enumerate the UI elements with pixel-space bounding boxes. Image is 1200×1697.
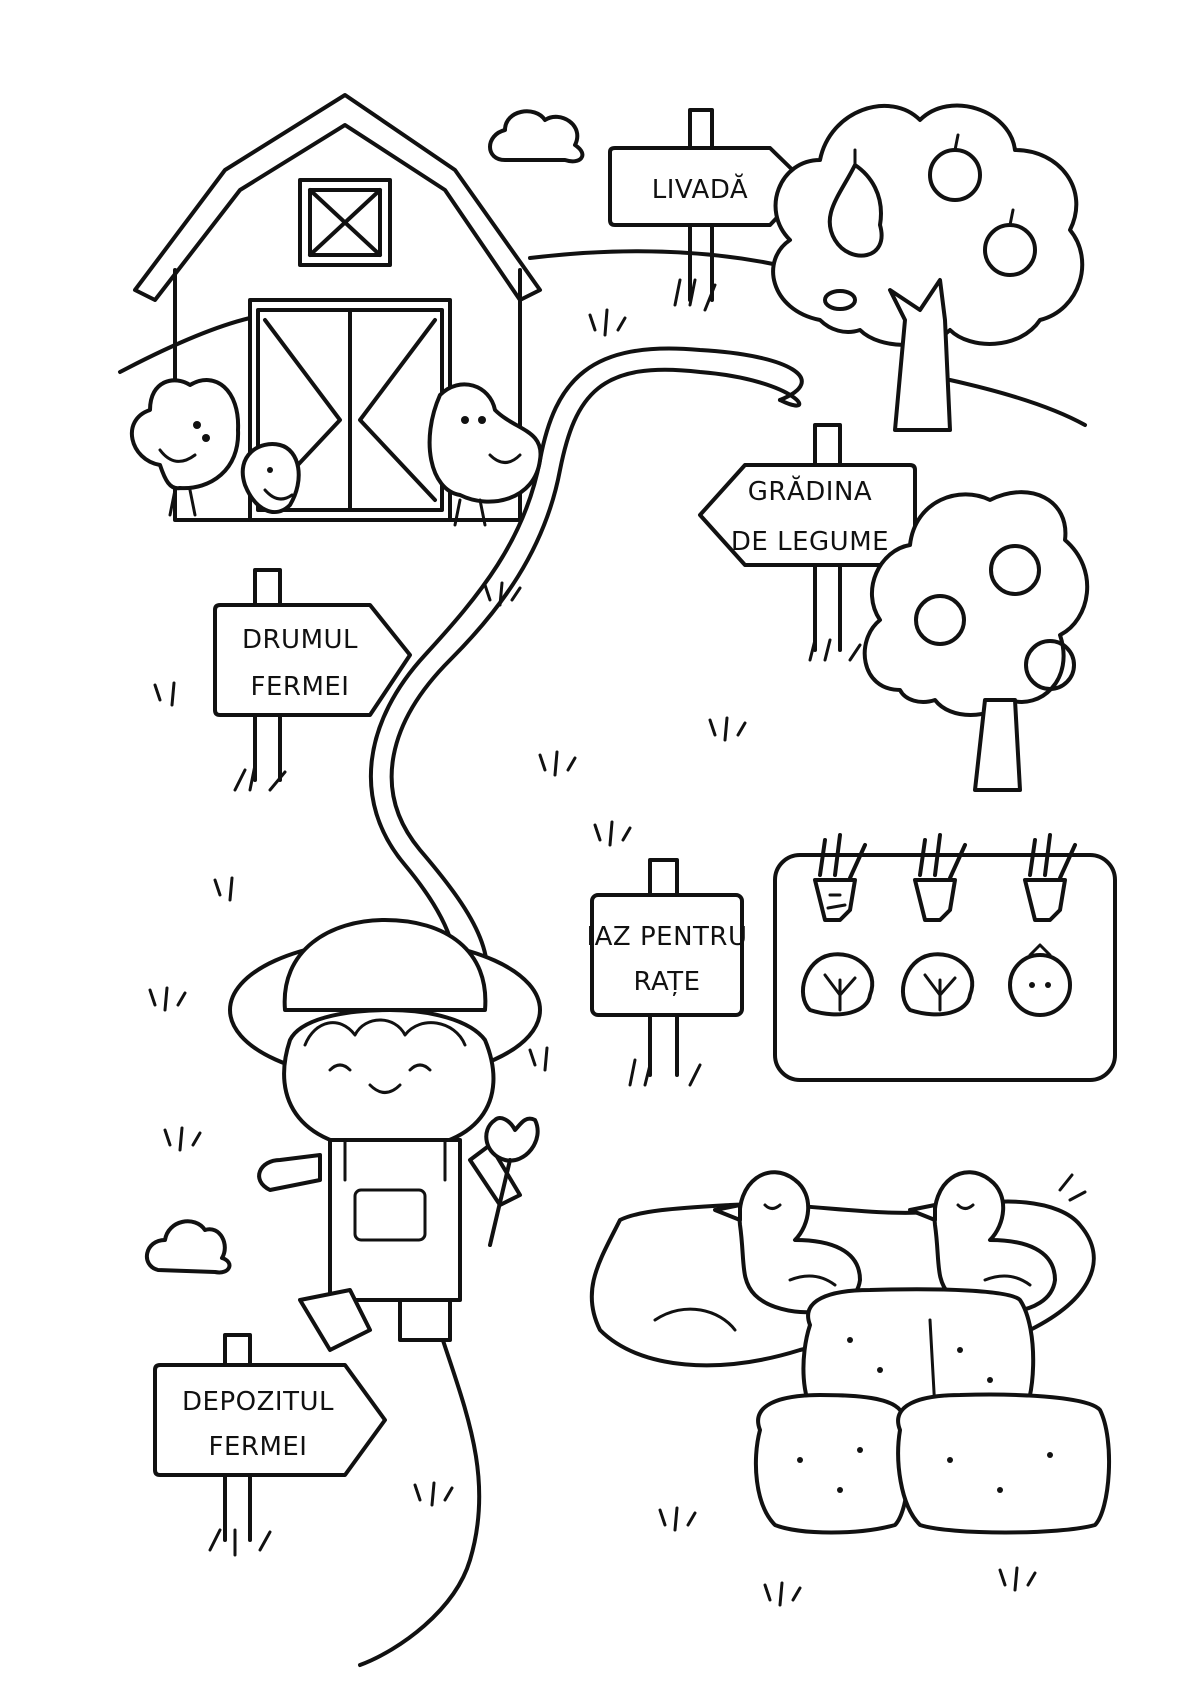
sign-farm-depot-line2: FERMEI [209, 1432, 308, 1462]
vegetable-bed [773, 833, 1117, 1082]
apple-icon [914, 594, 966, 646]
carrot-icon [813, 833, 867, 922]
lettuce-icon [800, 952, 875, 1017]
sign-orchard: LIVADĂ [608, 108, 810, 312]
sign-duck-pond-line1: IAZ PENTRU [586, 922, 747, 952]
pear-icon [827, 163, 884, 258]
tomato-icon [1008, 943, 1072, 1017]
hills [118, 249, 1087, 427]
sign-duck-pond-line2: RAȚE [633, 967, 700, 997]
farmer-child [228, 918, 542, 1352]
apple-icon [989, 544, 1041, 596]
sign-farm-road: DRUMUL FERMEI [213, 568, 412, 792]
cloud-left [144, 1219, 232, 1275]
sign-vegetable-garden-line2: DE LEGUME [731, 527, 889, 557]
sign-farm-depot-line1: DEPOZITUL [182, 1387, 334, 1417]
carrot-icon [913, 833, 967, 922]
apple-tree-large [771, 103, 1085, 432]
apple-tree-small [862, 490, 1090, 792]
sign-orchard-label: LIVADĂ [652, 172, 748, 205]
barn-loft-window [298, 178, 392, 267]
chick-left [130, 378, 241, 517]
duck-icon [713, 1170, 862, 1315]
chick-right [427, 382, 543, 527]
hay-bales [753, 1287, 1112, 1535]
sign-vegetable-garden-line1: GRĂDINA [748, 474, 872, 507]
cloud-top [488, 109, 585, 164]
grass-tufts [148, 308, 1037, 1607]
sign-farm-road-line1: DRUMUL [242, 625, 358, 655]
baby-chick [240, 442, 301, 515]
lettuce-icon [900, 952, 975, 1017]
tulip-icon [484, 1116, 540, 1163]
carrot-icon [1023, 833, 1077, 922]
sign-farm-road-line2: FERMEI [251, 672, 350, 702]
sign-duck-pond: IAZ PENTRU RAȚE [586, 858, 747, 1087]
apple-icon [1024, 639, 1076, 691]
sign-farm-depot: DEPOZITUL FERMEI [153, 1333, 387, 1557]
